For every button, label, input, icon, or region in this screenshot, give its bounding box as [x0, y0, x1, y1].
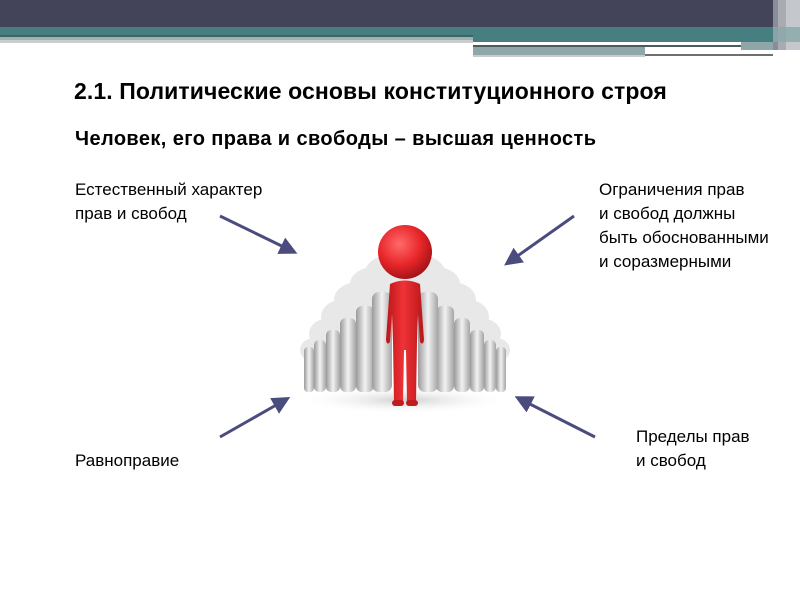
label-equality: Равноправие [75, 451, 180, 470]
label-restrictions: Ограничения прав и свобод должны быть об… [599, 180, 769, 271]
person-leader-crowd-icon [297, 225, 513, 414]
label-natural-rights: Естественный характер прав и свобод [75, 180, 263, 223]
slide-title: 2.1. Политические основы конституционног… [74, 78, 667, 104]
slide-header-decoration [0, 0, 800, 60]
label-limits: Пределы прав и свобод [636, 427, 750, 470]
slide-subtitle: Человек, его права и свободы – высшая це… [75, 128, 597, 150]
